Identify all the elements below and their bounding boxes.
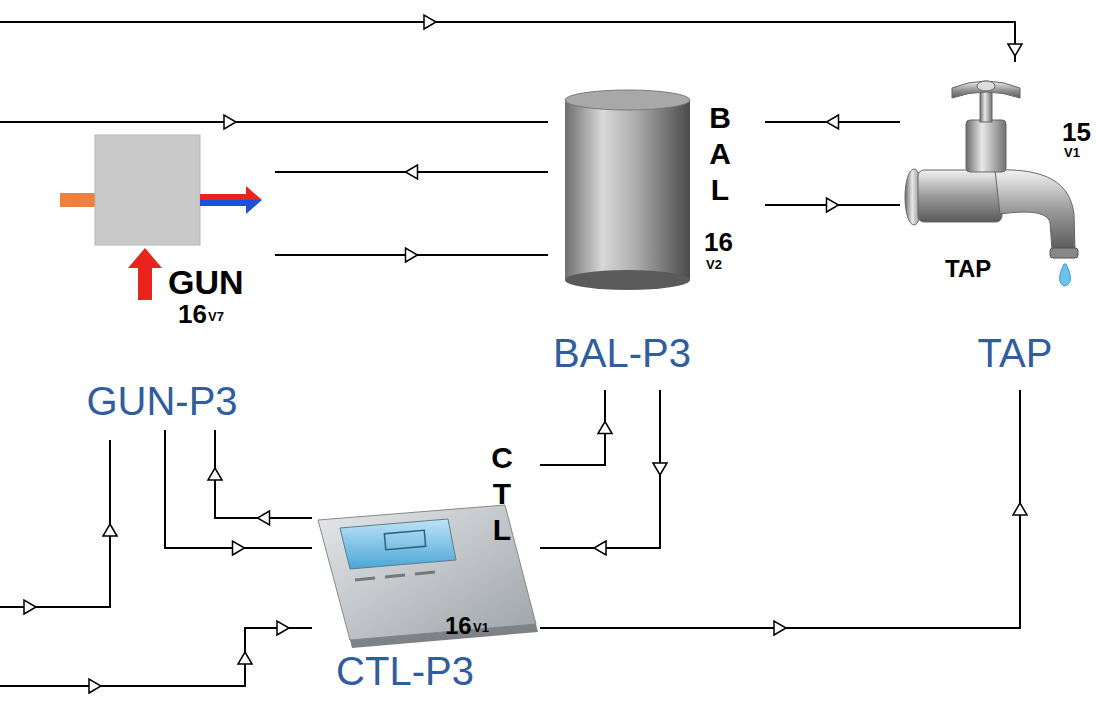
arrow-head (233, 541, 245, 555)
feed-arrow (277, 621, 289, 635)
pipe-connector (275, 248, 548, 262)
version-label: V1 (473, 621, 489, 636)
feed-pipe (0, 22, 1015, 686)
pipe-line (540, 390, 1020, 628)
arrow-head (598, 422, 612, 434)
arrow-head (827, 198, 839, 212)
controller-node: CTL 16V1CTL-P3 (312, 436, 540, 700)
component-name: CTL-P3 (336, 648, 474, 694)
arrow-head (594, 541, 606, 555)
component-code: GUN (168, 263, 244, 302)
arrow-head (653, 463, 667, 475)
arrow-head (406, 165, 418, 179)
arrow-head (208, 468, 222, 480)
pipe-connector (765, 198, 900, 212)
pipe-connector (208, 430, 312, 525)
feed-arrow (1008, 44, 1022, 56)
tank-node: BAL 16V2BAL-P3 (548, 88, 765, 390)
component-name: BAL-P3 (553, 330, 691, 376)
feed-arrow (89, 679, 101, 693)
pipe-line (540, 390, 660, 548)
arrow-head (1013, 503, 1027, 515)
version-label: V2 (706, 258, 722, 273)
pipe-connector (540, 390, 1027, 635)
callout-number: 16 (445, 612, 472, 640)
pipe-connector (165, 430, 312, 555)
pipe-connector (540, 390, 612, 465)
callout-number: 16 (178, 300, 207, 330)
feed-arrow (103, 524, 117, 536)
component-name: TAP (978, 330, 1053, 376)
version-label: V1 (1064, 146, 1080, 161)
pipe-line (165, 430, 312, 548)
pipe-line (540, 390, 605, 465)
component-code: CTL (487, 440, 517, 548)
arrow-head (774, 621, 786, 635)
faucet-icon (905, 81, 1078, 286)
callout-number: 16 (704, 228, 733, 258)
tap-node: 15V1TAP TAP (900, 62, 1095, 390)
pipe-connector (275, 165, 548, 179)
component-code: BAL (705, 100, 735, 208)
version-label: V7 (208, 310, 224, 325)
arrow-head (406, 248, 418, 262)
component-name: GUN-P3 (86, 378, 237, 424)
exchanger-node: GUN16V7GUN-P3 (55, 128, 275, 430)
feed-arrow (24, 600, 36, 614)
feed-arrow (224, 115, 236, 129)
arrow-head (258, 511, 270, 525)
feed-arrow (424, 15, 436, 29)
tank-icon (565, 90, 690, 290)
component-code: TAP (945, 255, 991, 283)
arrow-head (827, 115, 839, 129)
feed-arrow (238, 652, 252, 664)
pipe-line (215, 430, 312, 518)
callout-number: 15 (1062, 118, 1091, 148)
pipe-connector (540, 390, 667, 555)
pipe-connector (765, 115, 900, 129)
